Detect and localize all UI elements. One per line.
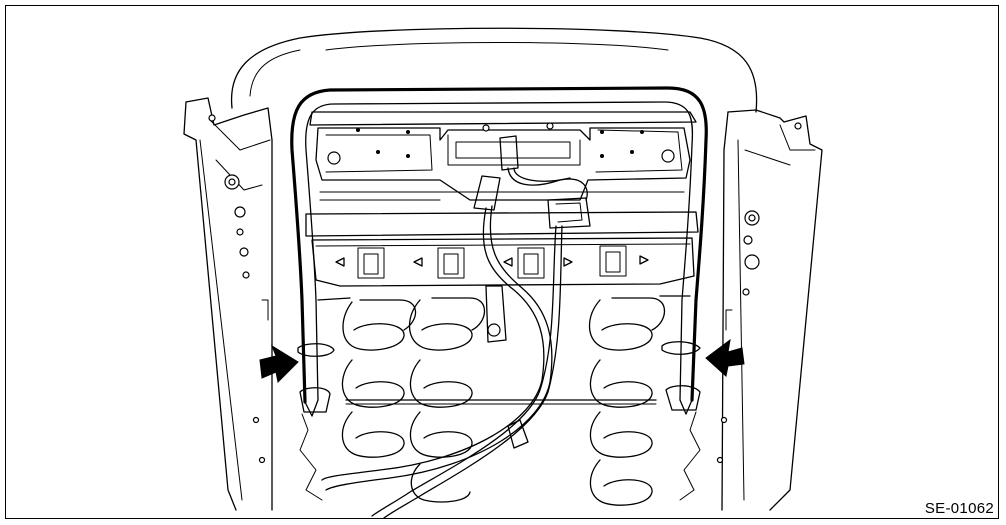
seat-spring [317, 295, 691, 506]
lower-cross-bar [305, 211, 699, 287]
right-bar-clip [661, 341, 701, 501]
headrest-frame-bar [290, 86, 708, 417]
left-arrow [259, 344, 299, 384]
figure-id-label: SE-01062 [924, 500, 994, 517]
wire-harness [321, 135, 591, 519]
left-side-frame [183, 97, 273, 511]
clip-row [335, 245, 649, 279]
left-bar-clip [297, 343, 335, 501]
seat-back-shell [230, 27, 758, 113]
figure-frame [5, 5, 999, 519]
right-arrow [705, 338, 745, 377]
right-side-frame [716, 109, 823, 511]
upper-cross-panel [309, 111, 697, 201]
